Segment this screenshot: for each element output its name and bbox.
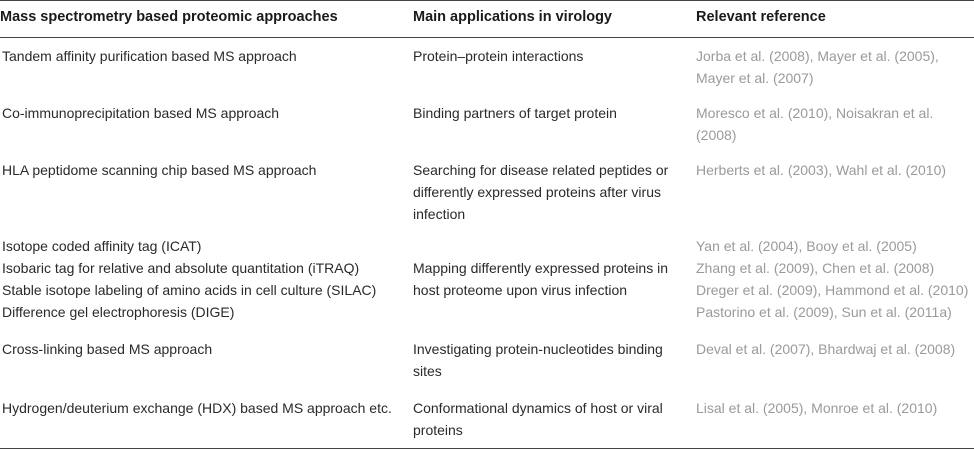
table-top-rule [0,0,974,1]
table-row-4-application: Mapping differently expressed proteins i… [413,260,669,298]
table-row-4-reference: Yan et al. (2004), Booy et al. (2005) Zh… [696,238,969,320]
table-row-3-reference: Herberts et al. (2003), Wahl et al. (201… [696,162,947,178]
table-row-3-application: Searching for disease related peptides o… [413,162,669,222]
table-row-6-application: Conformational dynamics of host or viral… [413,400,663,438]
table-row-2-method: Co-immunoprecipitation based MS approach [2,105,280,121]
table-row-5-application: Investigating protein-nucleotides bindin… [413,341,663,379]
header-methods: Mass spectrometry based proteomic approa… [0,9,338,25]
table-row-3-method: HLA peptidome scanning chip based MS app… [2,162,317,178]
table-row-6-reference: Lisal et al. (2005), Monroe et al. (2010… [696,400,938,416]
table-row-6-method: Hydrogen/deuterium exchange (HDX) based … [2,400,392,416]
table-row-5-reference: Deval et al. (2007), Bhardwaj et al. (20… [696,341,956,357]
table-row-1-reference: Jorba et al. (2008), Mayer et al. (2005)… [696,48,939,86]
table-row-1-method: Tandem affinity purification based MS ap… [2,48,297,64]
header-references: Relevant reference [696,9,826,25]
table-row-5-method: Cross-linking based MS approach [2,341,213,357]
table-row-2-reference: Moresco et al. (2010), Noisakran et al. … [696,105,934,143]
header-rule [0,37,974,38]
table-bottom-rule [0,448,974,449]
table-row-4-method: Isotope coded affinity tag (ICAT) Isobar… [2,238,377,320]
table-row-2-application: Binding partners of target protein [413,105,617,121]
header-applications: Main applications in virology [413,9,612,25]
table-row-1-application: Protein–protein interactions [413,48,584,64]
